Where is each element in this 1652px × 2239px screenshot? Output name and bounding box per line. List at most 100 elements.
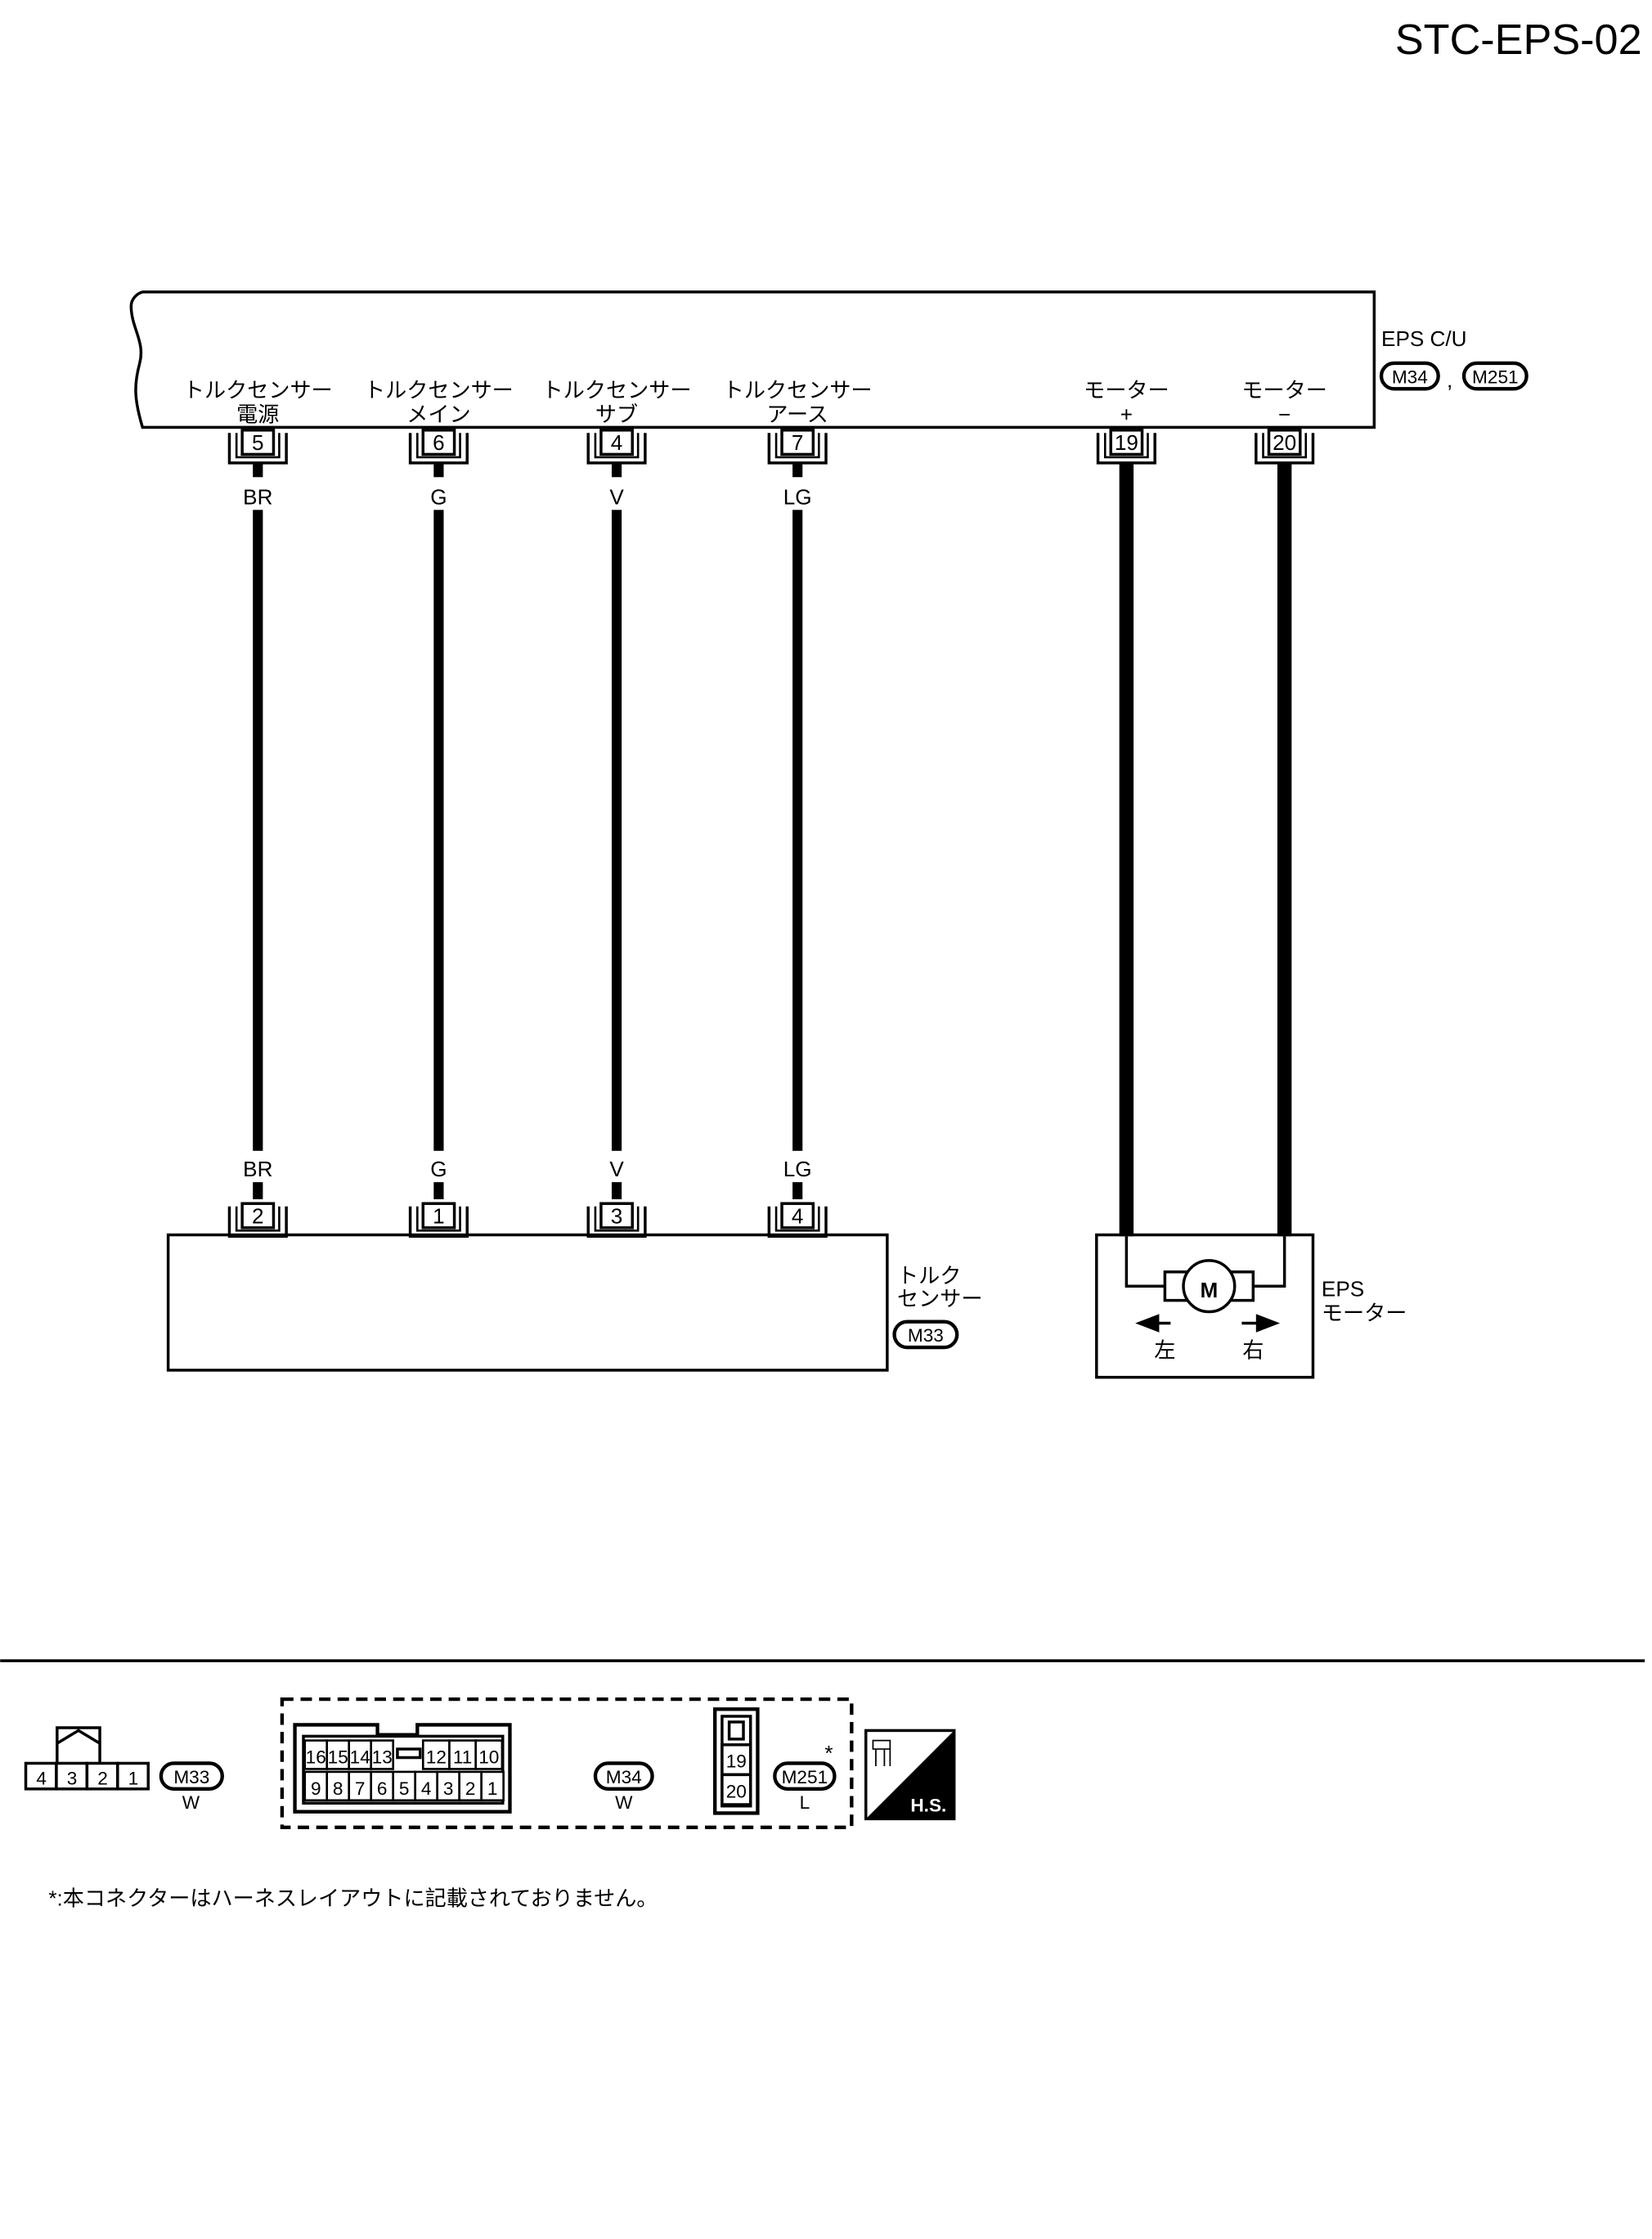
cavity-number: 20: [726, 1781, 747, 1801]
pin-bracket-inner: [594, 433, 640, 459]
connector-cavity: [303, 1739, 329, 1770]
cavity-number: 15: [328, 1747, 348, 1767]
cavity-number: 11: [453, 1747, 472, 1767]
connector-id: M34: [1392, 366, 1428, 387]
connector-icon: [872, 1739, 891, 1766]
pin-bracket-inner: [594, 1206, 640, 1232]
footnote-text: *:本コネクターはハーネスレイアウトに記載されておりません。: [48, 1886, 658, 1911]
pin-box: [240, 1202, 276, 1230]
wire-stub: [253, 462, 263, 478]
torque-sensor-label: トルク: [897, 1264, 961, 1288]
torque-sensor-box: [166, 1233, 889, 1372]
terminal-function-label: トルクセンサー: [364, 378, 514, 402]
motor-internal-wiring: [1125, 1236, 1286, 1288]
cavity-number: 4: [421, 1778, 432, 1799]
pin-number: 4: [611, 430, 623, 455]
cu-pin-5: 5: [227, 429, 288, 465]
wire-color-label: V: [609, 484, 624, 509]
torque-sensor-label-2: センサー: [897, 1287, 982, 1311]
connector-color: W: [615, 1792, 633, 1813]
wire-g: [433, 510, 444, 1151]
connector-cavity: [474, 1739, 504, 1770]
motor-symbol-letter: M: [1200, 1278, 1218, 1302]
cu-pin-19: 19: [1096, 429, 1156, 465]
cavity-number: 16: [306, 1747, 326, 1767]
pin-number: 7: [792, 430, 804, 455]
pin-bracket-inner: [416, 1206, 461, 1232]
wire-color-label: V: [609, 1157, 624, 1181]
pin-box: [599, 1202, 634, 1230]
m34-center-key: [396, 1747, 422, 1760]
pin-box: [421, 429, 456, 456]
connector-cavity: [721, 1743, 752, 1777]
eps-motor-label: EPS: [1322, 1276, 1364, 1301]
cavity-number: 1: [128, 1769, 139, 1789]
m33-connector-view-badge: M33: [159, 1761, 224, 1791]
cavity-number: 3: [443, 1778, 454, 1799]
hs-badge-label: H.S.: [910, 1796, 946, 1816]
connector-m251-badge: M251: [1461, 361, 1529, 391]
connector-oval: [892, 1320, 959, 1350]
connector-latch: [56, 1726, 101, 1764]
pin-bracket-outer: [227, 1206, 288, 1239]
pin-number: 5: [252, 430, 264, 455]
connector-color: W: [182, 1792, 200, 1813]
connector-cavity: [480, 1770, 505, 1802]
m34-connector-view-badge: M34: [593, 1761, 654, 1791]
cavity-number: 2: [465, 1778, 476, 1799]
page-code: STC-EPS-02: [1395, 16, 1642, 64]
wire-color-label: BR: [243, 1157, 272, 1181]
motor-plus-wire: [1119, 462, 1134, 1237]
wire-stub: [792, 1182, 803, 1200]
separator: ,: [1447, 368, 1452, 393]
connector-cavity: [436, 1770, 460, 1802]
terminal-function-sublabel: 電源: [236, 402, 279, 426]
rotation-right-label: 右: [1242, 1338, 1264, 1362]
sensor-pin-2: 2: [227, 1202, 288, 1239]
connector-id: M34: [606, 1767, 642, 1787]
cavity-number: 14: [350, 1747, 370, 1767]
wire-br: [253, 510, 263, 1151]
connector-oval: [593, 1761, 654, 1791]
connector-cavity: [325, 1739, 351, 1770]
connector-id: M251: [782, 1767, 828, 1787]
cu-pin-20: 20: [1255, 429, 1315, 465]
pin-number: 19: [1115, 430, 1138, 455]
pin-bracket-inner: [1262, 433, 1308, 459]
connector-cavity: [303, 1770, 329, 1802]
terminal-function-sublabel: −: [1278, 402, 1291, 426]
cavity-number: 8: [333, 1778, 343, 1799]
motor-symbol-circle: [1182, 1259, 1237, 1314]
pin-bracket-outer: [586, 1206, 647, 1239]
eps-motor-box: [1095, 1233, 1315, 1379]
connector-id: M33: [173, 1767, 209, 1787]
wire-stub: [611, 462, 622, 478]
sensor-pin-3: 3: [586, 1202, 647, 1239]
connector-id: M33: [908, 1325, 944, 1346]
connector-m33-badge: M33: [892, 1320, 959, 1350]
cu-pin-6: 6: [408, 429, 469, 465]
pin-number: 20: [1273, 430, 1296, 455]
pin-box: [240, 429, 276, 456]
cavity-number: 2: [97, 1769, 108, 1789]
terminal-function-sublabel: メイン: [406, 402, 470, 426]
terminal-function-sublabel: サブ: [595, 402, 638, 426]
connector-m34-badge: M34: [1379, 361, 1440, 391]
arrow-left-icon: [1135, 1314, 1171, 1333]
motor-minus-wire: [1277, 462, 1292, 1237]
cavity-number: 3: [67, 1769, 78, 1789]
m34-housing: [293, 1723, 512, 1814]
wire-lg: [792, 510, 803, 1151]
cavity-number: 5: [399, 1778, 410, 1799]
pin-bracket-inner: [235, 433, 281, 459]
terminal-function-label: モーター: [1084, 378, 1169, 402]
wire-v: [611, 510, 622, 1151]
cu-pin-4: 4: [586, 429, 647, 465]
cavity-number: 6: [377, 1778, 388, 1799]
m251-latch: [727, 1720, 745, 1741]
connector-oval: [773, 1761, 837, 1791]
pin-number: 4: [792, 1204, 804, 1229]
wire-color-label: G: [430, 484, 447, 509]
cavity-number: 1: [487, 1778, 498, 1799]
arrow-right-icon: [1241, 1314, 1281, 1333]
